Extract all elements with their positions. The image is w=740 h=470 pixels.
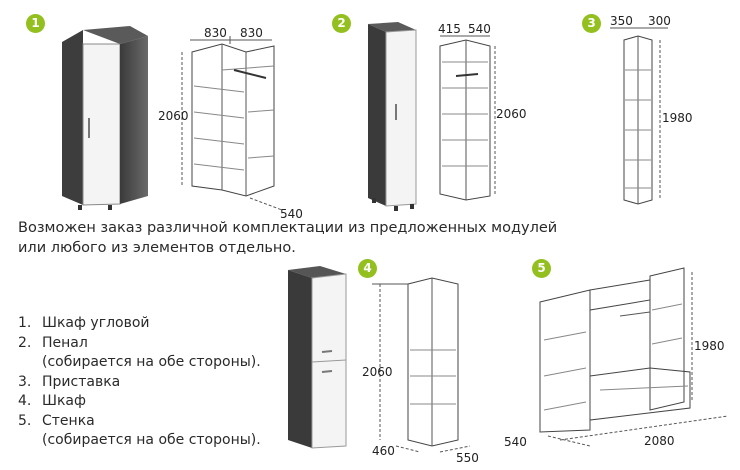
m3-width-label: 350 [610,14,633,28]
wardrobe-render [288,266,347,449]
m4-height-label: 2060 [362,365,393,379]
side-shelf-drawing [610,27,668,205]
m4-depth-label: 460 [372,444,395,458]
m1-width-b-label: 830 [240,26,263,40]
badge-corner-wardrobe: 1 [26,14,45,33]
corner-wardrobe-drawing [181,36,283,211]
m2-width-label: 415 [438,22,461,36]
legend-item: 3.Приставка [18,373,121,390]
m5-width-label: 2080 [644,434,675,448]
legend-item: 5.Стенка [18,412,95,429]
legend-item: (собирается на обе стороны). [42,354,261,370]
m3-height-label: 1980 [662,111,693,125]
badge-wardrobe: 4 [358,259,377,278]
m1-depth-label: 540 [280,207,303,221]
m2-depth-label: 540 [468,22,491,36]
m1-height-label: 2060 [158,109,189,123]
m2-height-label: 2060 [496,107,527,121]
badge-pencil-case: 2 [332,14,351,33]
door-handle-icon [321,350,333,353]
badge-side-shelf: 3 [582,14,601,33]
wall-unit-drawing [539,267,729,447]
legend-item: 2.Пенал [18,334,88,351]
pencil-case-render [368,22,417,211]
module-legend: 1.Шкаф угловой 2.Пенал (собирается на об… [18,314,261,451]
legend-item: 4.Шкаф [18,393,86,409]
m5-depth-label: 540 [504,435,527,449]
note-line-1: Возможен заказ различной комплектации из… [18,220,558,236]
corner-wardrobe-render [62,26,148,210]
door-handle-icon [321,370,333,373]
m1-width-a-label: 830 [204,26,227,40]
badge-wall-unit: 5 [532,259,551,278]
m5-height-label: 1980 [694,339,725,353]
legend-item: 1.Шкаф угловой [18,315,150,331]
m4-width-label: 550 [456,451,479,465]
m3-depth-label: 300 [648,14,671,28]
configuration-note: Возможен заказ различной комплектации из… [18,218,578,258]
note-line-2: или любого из элементов отдельно. [18,240,296,256]
legend-item: (собирается на обе стороны). [42,432,261,448]
pencil-case-drawing [439,35,496,201]
wardrobe-drawing [372,277,471,453]
